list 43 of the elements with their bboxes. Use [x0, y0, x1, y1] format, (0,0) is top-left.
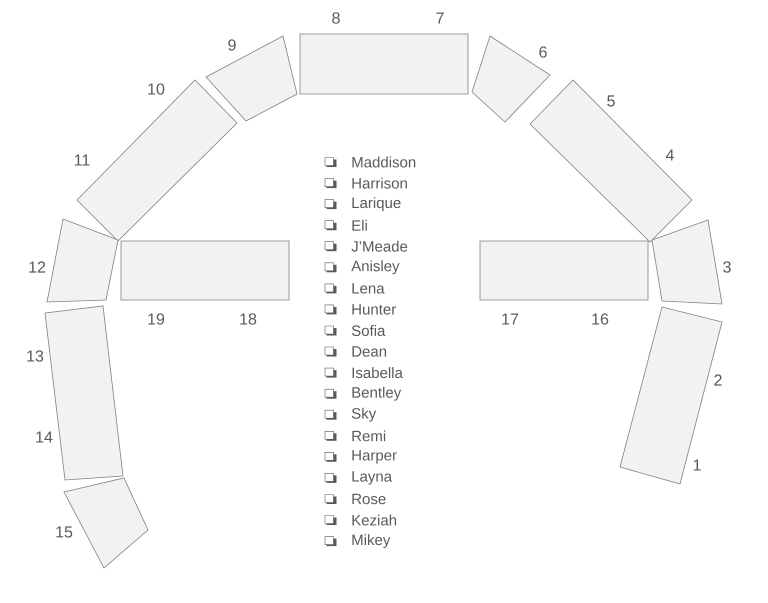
guest-name: Keziah — [352, 514, 396, 526]
guest-name: Sky — [352, 408, 376, 422]
guest-name: Dean — [352, 346, 386, 357]
seat-number: 5 — [607, 95, 615, 107]
guest-name: Bentley — [352, 386, 402, 401]
seat-number: 15 — [56, 526, 72, 538]
table — [620, 306, 722, 484]
seat-number: 13 — [27, 350, 44, 362]
guest-name: Anisley — [351, 260, 400, 274]
guest-name: Lena — [352, 283, 385, 294]
seat-number: 19 — [148, 313, 164, 325]
guest-name: Harrison — [352, 178, 407, 189]
seat-number: 18 — [240, 313, 256, 325]
guest-name: J’Meade — [351, 240, 408, 252]
seat-number: 9 — [228, 39, 236, 51]
guest-name: Mikey — [352, 534, 390, 548]
guest-name: Rose — [352, 494, 386, 504]
guest-name: Layna — [352, 471, 392, 485]
guest-name: Eli — [352, 220, 367, 231]
seat-number: 7 — [436, 12, 444, 24]
seat-number: 2 — [714, 374, 722, 386]
guest-name: Harper — [352, 450, 397, 464]
seat-number: 6 — [539, 46, 547, 58]
seat-number: 14 — [36, 432, 52, 442]
seat-number: 17 — [502, 314, 518, 324]
guest-name: Larique — [352, 197, 401, 212]
guest-name: Hunter — [352, 304, 396, 315]
seat-number: 11 — [74, 154, 90, 166]
table — [120, 240, 290, 300]
guest-name: Sofia — [352, 325, 386, 336]
seat-number: 1 — [694, 460, 701, 470]
table — [480, 240, 648, 300]
seat-number: 12 — [29, 261, 46, 273]
table — [652, 219, 722, 304]
table — [300, 34, 468, 94]
seat-number: 8 — [332, 12, 340, 24]
guest-name: Remi — [352, 430, 386, 442]
seat-number: 4 — [666, 150, 674, 160]
guest-name: Maddison — [352, 156, 416, 168]
seat-number: 10 — [148, 83, 164, 95]
guest-name: Isabella — [352, 367, 403, 378]
seat-number: 16 — [592, 313, 608, 325]
seat-number: 3 — [723, 261, 731, 273]
